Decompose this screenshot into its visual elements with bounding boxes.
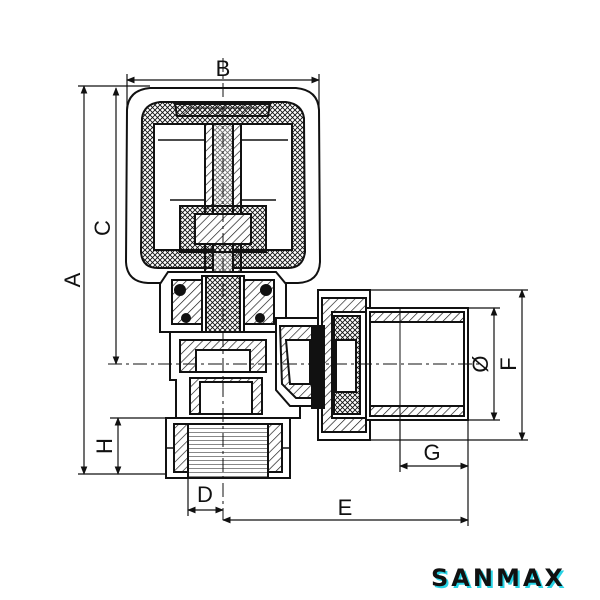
dimension-labels: B A C H D E G Ø F <box>60 56 521 520</box>
dimension-lines <box>78 74 528 526</box>
centerlines <box>108 58 480 520</box>
label-e: E <box>338 495 353 520</box>
label-b: B <box>216 56 231 81</box>
label-h: H <box>92 438 117 454</box>
label-g: G <box>423 440 440 465</box>
label-f: F <box>496 357 521 370</box>
brand-logo-text: SANMAX <box>431 564 566 592</box>
brand-logo: SANMAX SANMAX <box>431 564 568 594</box>
label-d: D <box>197 482 213 507</box>
valve-body <box>165 317 319 479</box>
brand-logo-glow: SANMAX <box>433 566 568 594</box>
label-a: A <box>60 272 85 287</box>
label-c: C <box>90 220 115 236</box>
label-diameter: Ø <box>468 355 493 372</box>
union-nut <box>311 289 371 441</box>
